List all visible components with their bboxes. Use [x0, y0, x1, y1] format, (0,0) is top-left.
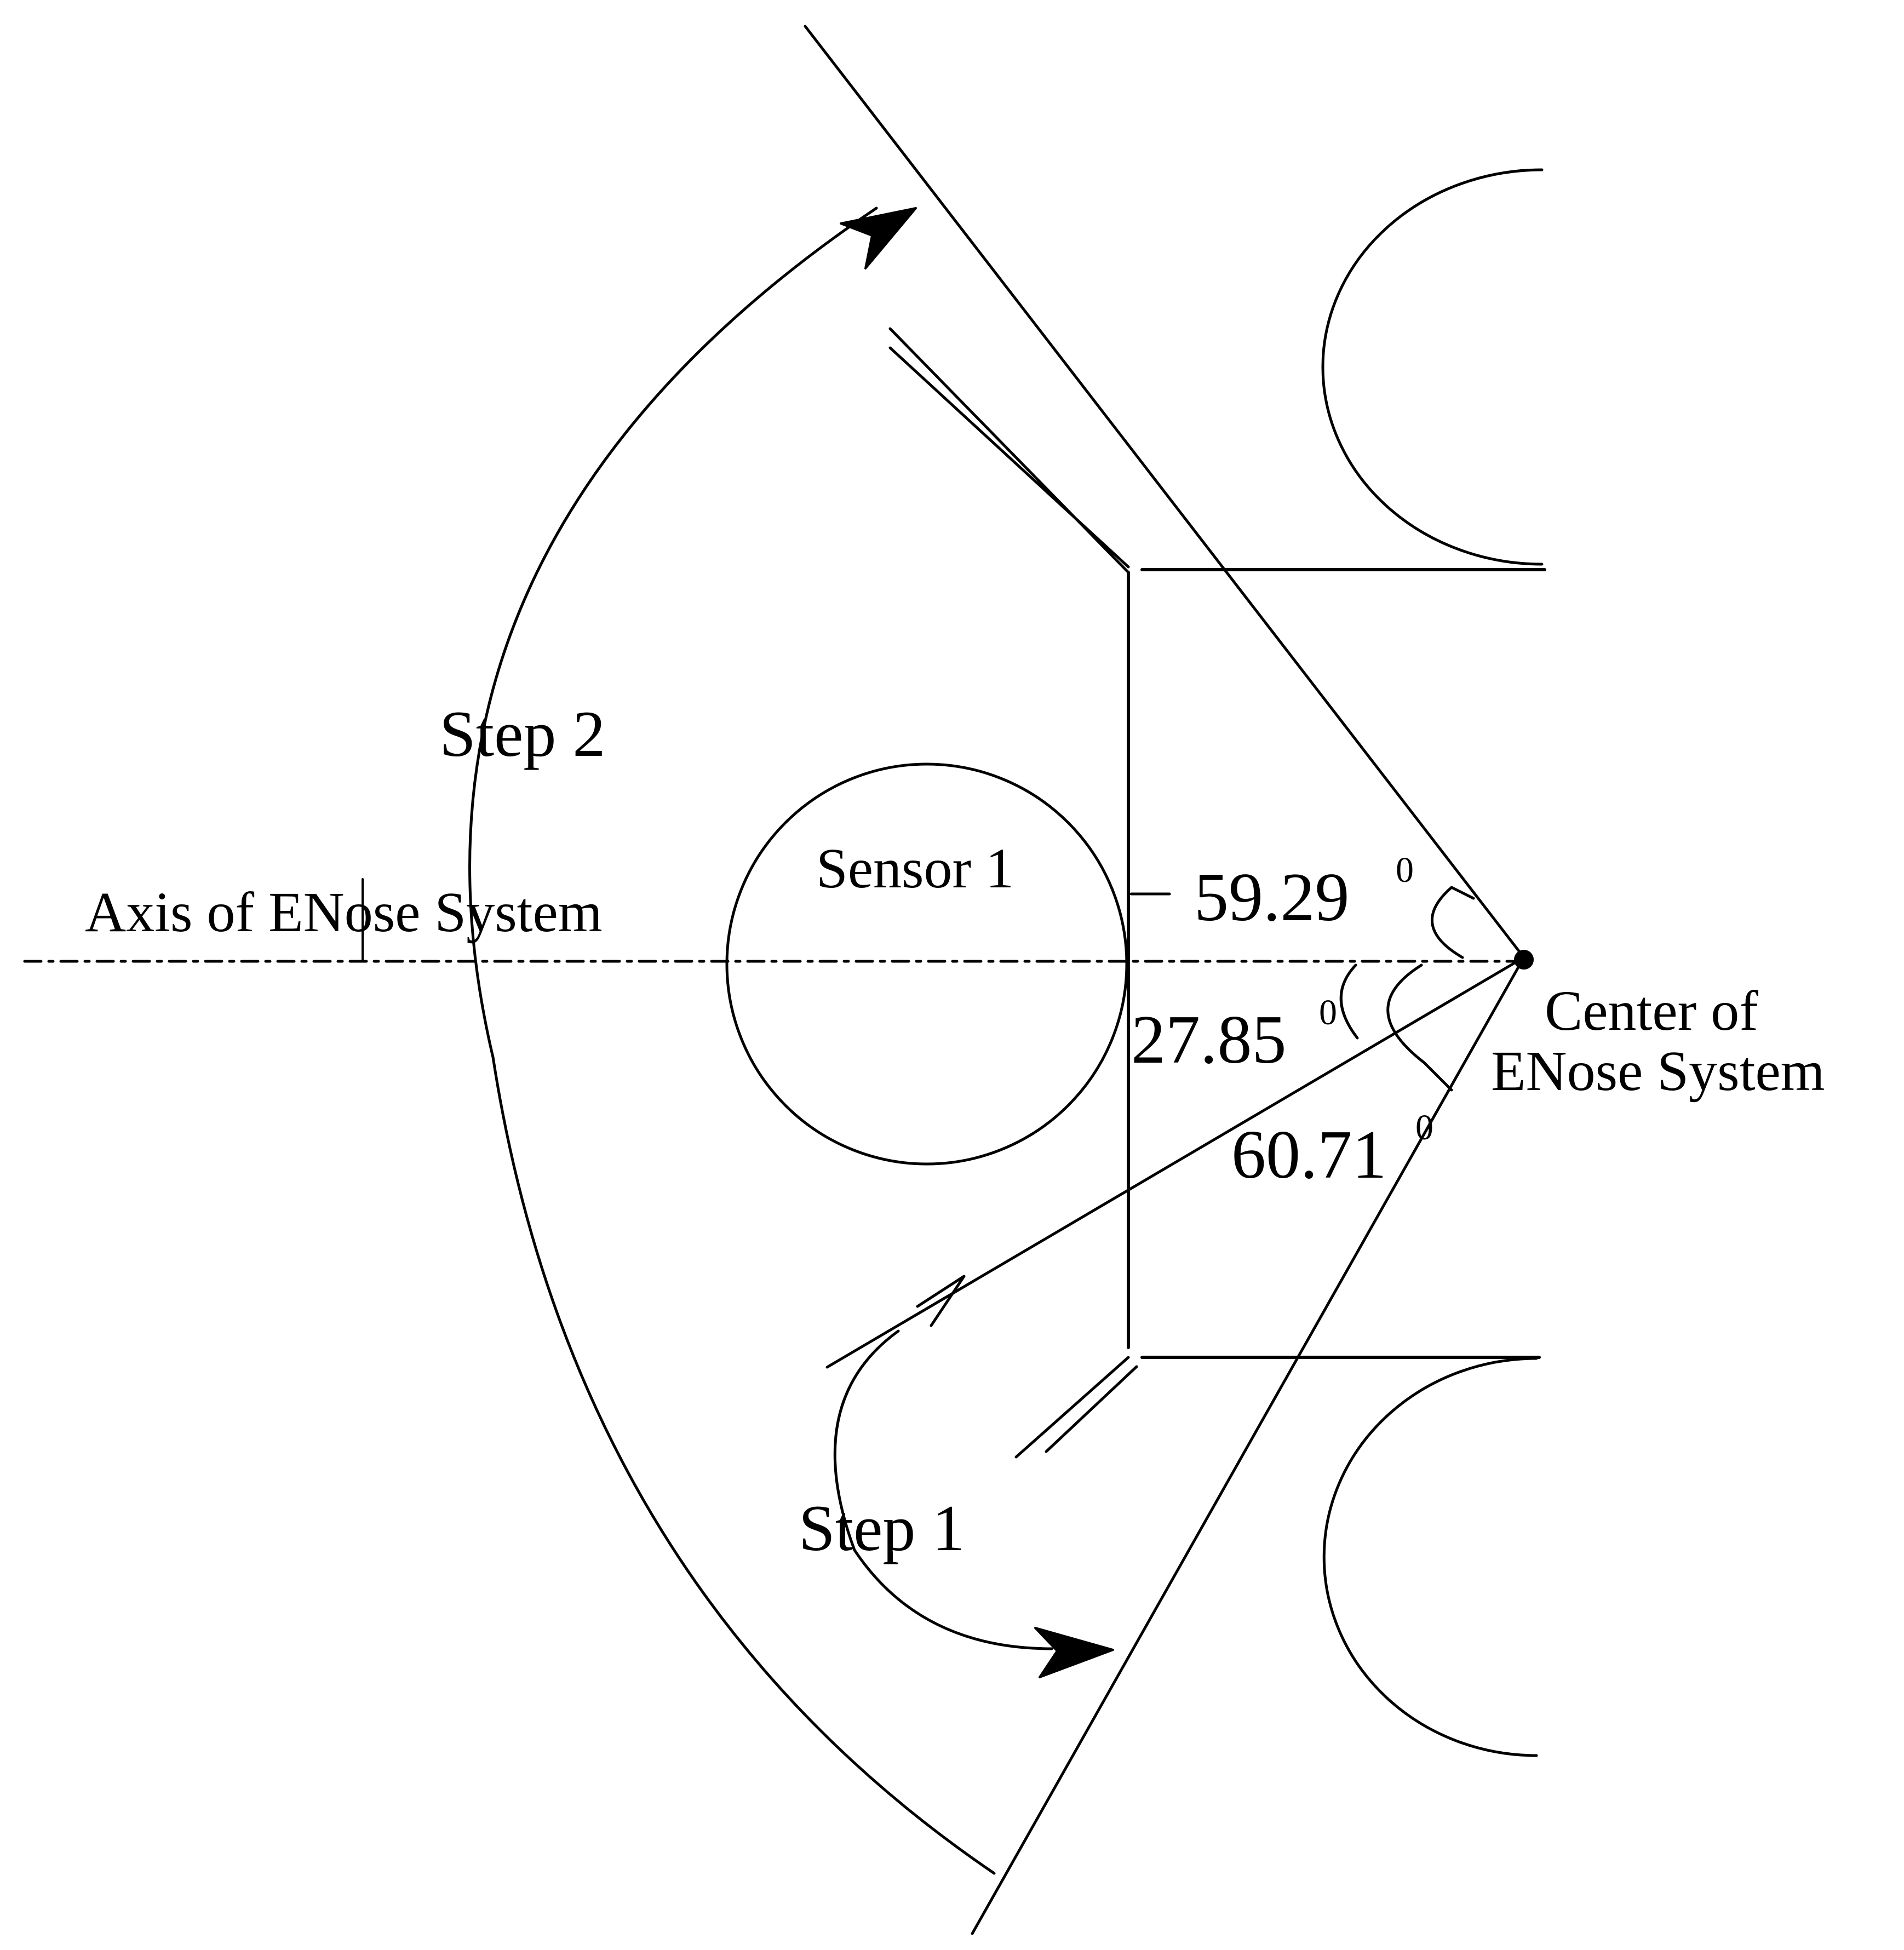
- angle-59-value: 59.29: [1194, 859, 1350, 936]
- angle-60-value: 60.71: [1231, 1117, 1387, 1193]
- lower-boundary-ray: [971, 956, 1526, 1935]
- sensor-label: Sensor 1: [816, 837, 1014, 900]
- step2-sweep-arc: [468, 207, 996, 1875]
- angle-59-degree: 0: [1396, 850, 1414, 890]
- axis-label: Axis of ENose System: [85, 881, 603, 944]
- lower-half-circle: [1322, 1357, 1538, 1757]
- step2-label: Step 2: [439, 697, 605, 770]
- angle-60-degree: 0: [1415, 1108, 1433, 1148]
- angle-arc-27: [1339, 963, 1359, 1040]
- angle-27-value: 27.85: [1131, 1002, 1287, 1078]
- upper-fin-inner: [888, 346, 1130, 569]
- center-label-line1: Center of: [1545, 979, 1758, 1042]
- step1-arrowhead: [1034, 1627, 1114, 1678]
- lower-fin-inner: [1045, 1365, 1138, 1453]
- upper-boundary-ray: [804, 25, 1526, 959]
- step1-sweep-arc: [833, 1329, 1053, 1650]
- angle-arc-59: [1430, 886, 1475, 959]
- angle-arc-60: [1386, 963, 1453, 1092]
- rotated-ray-arrow-mark: [916, 1275, 966, 1327]
- rotated-sensor-ray: [825, 956, 1526, 1369]
- center-point: [1514, 950, 1534, 970]
- center-label-line2: ENose System: [1491, 1040, 1825, 1103]
- lower-fin-outer: [1014, 1356, 1130, 1459]
- step2-arrowhead: [840, 207, 917, 269]
- upper-half-circle: [1321, 168, 1544, 566]
- step1-label: Step 1: [799, 1492, 965, 1564]
- angle-27-degree: 0: [1319, 993, 1337, 1033]
